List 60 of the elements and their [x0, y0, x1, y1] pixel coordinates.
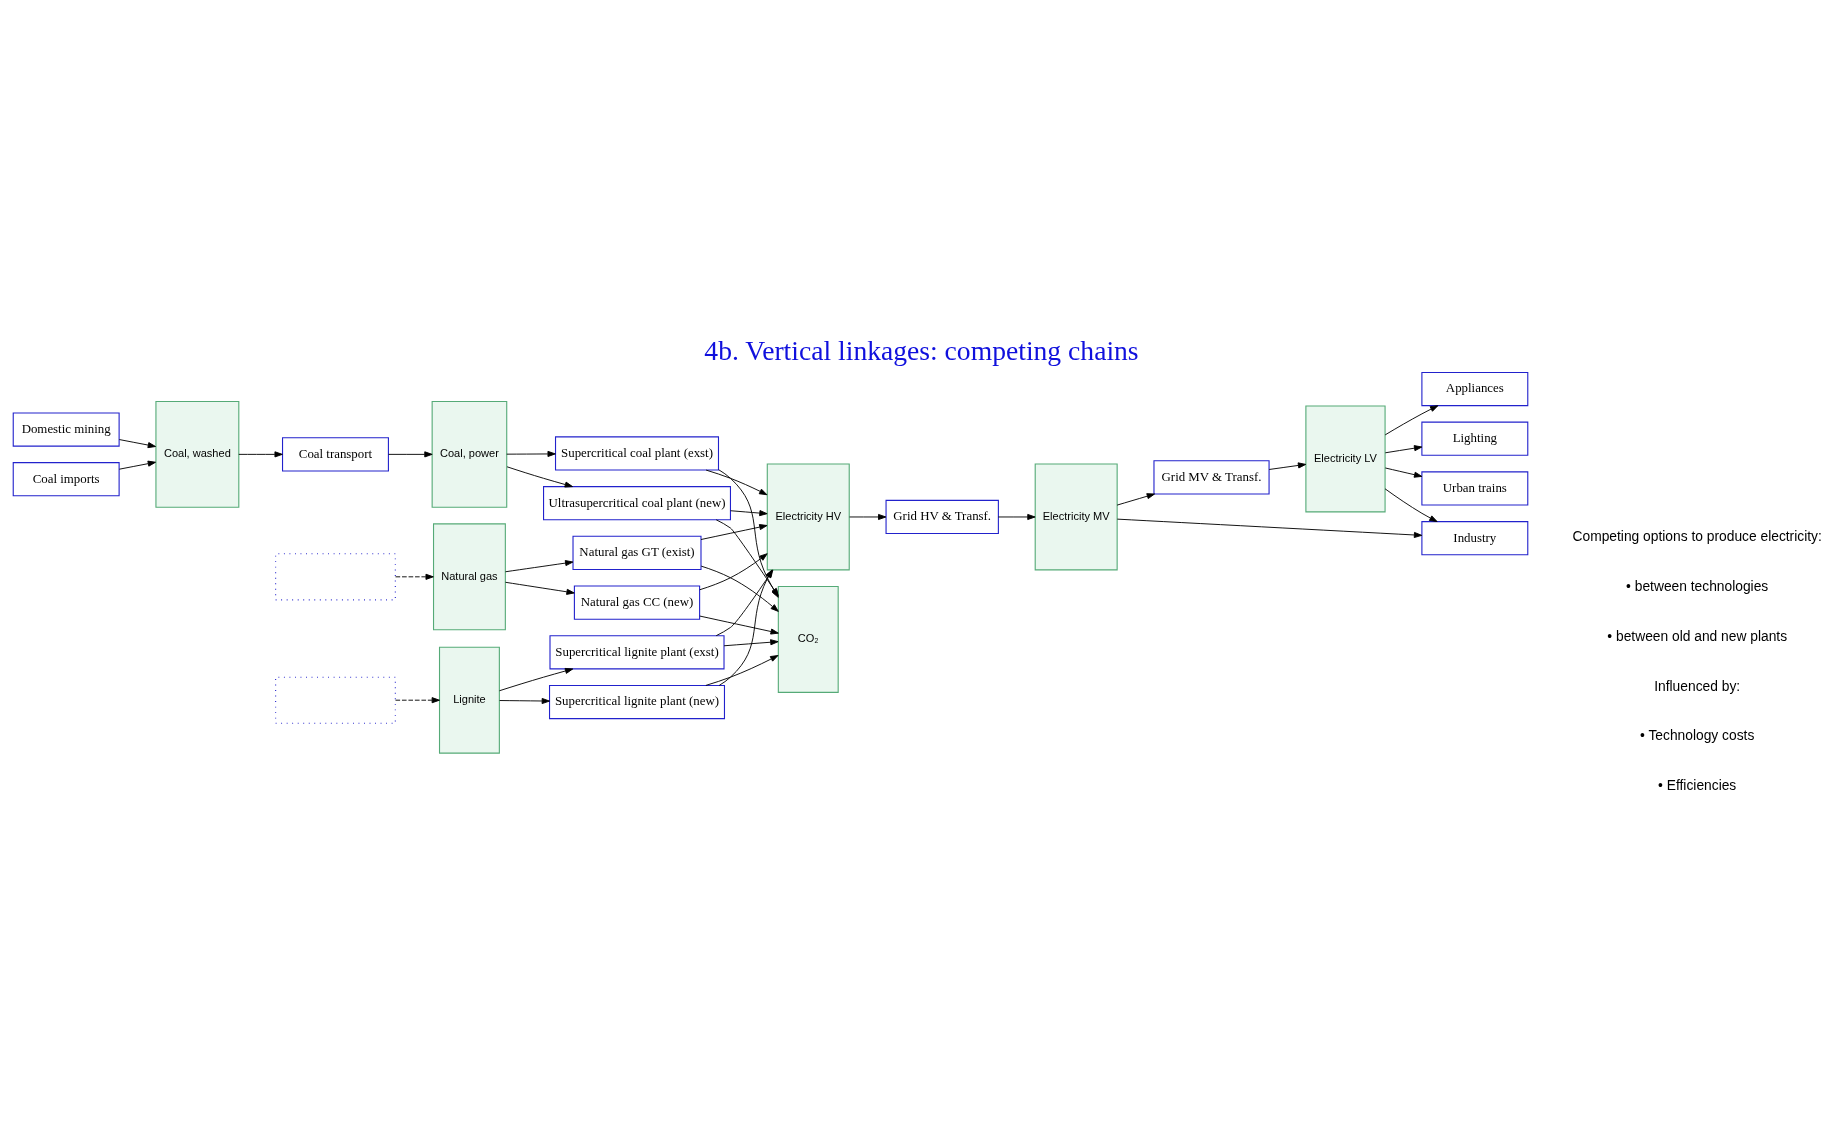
arrow — [1268, 461, 1307, 470]
arrow — [705, 469, 768, 495]
arrow — [700, 523, 768, 540]
arrow — [506, 465, 573, 488]
arrow — [1116, 492, 1155, 506]
node-box: Electricity MV — [1034, 463, 1118, 570]
node-box: Urban trains — [1421, 470, 1529, 506]
node-box: Electricity LV — [1305, 405, 1386, 512]
arrow — [699, 615, 779, 635]
arrow — [118, 460, 156, 470]
node-box: Coal transport — [282, 436, 389, 471]
arrow — [118, 438, 156, 448]
diagram-title: 4b. Vertical linkages: competing chains — [704, 334, 1139, 366]
arrow — [1384, 444, 1423, 453]
node-box: Grid MV & Transf. — [1153, 459, 1270, 494]
node-box: Industry — [1421, 520, 1529, 555]
arrow — [997, 513, 1036, 520]
node-box: Natural gas GT (exist) — [572, 535, 702, 570]
node-box: Supercritical lignite plant (new) — [549, 684, 725, 719]
label: • Technology costs — [1640, 726, 1755, 743]
node-box: Coal, power — [431, 400, 508, 508]
label: • between technologies — [1626, 577, 1769, 594]
node-box: Coal imports — [12, 461, 120, 496]
arrow — [1384, 487, 1438, 522]
node-box: Electricity HV — [766, 463, 850, 570]
arrow — [849, 513, 887, 520]
node-box: Lighting — [1421, 421, 1529, 456]
arrow — [505, 559, 574, 572]
node-box: Coal, washed — [155, 400, 240, 508]
arrow — [1384, 467, 1423, 478]
arrow — [699, 552, 768, 590]
arrow — [388, 450, 433, 457]
node-box: Ultrasupercritical coal plant (new) — [543, 485, 731, 520]
arrow — [395, 573, 434, 580]
arrow — [238, 450, 283, 457]
node-box: Lignite — [438, 646, 500, 754]
label: • Efficiencies — [1658, 776, 1737, 793]
arrow — [1116, 518, 1423, 538]
node-box — [275, 676, 396, 724]
arrow — [506, 450, 556, 457]
arrow — [505, 581, 575, 595]
label: Influenced by: — [1654, 677, 1741, 694]
arrow — [395, 696, 440, 703]
arrow — [730, 509, 768, 516]
node-box: Appliances — [1421, 371, 1529, 406]
label: • between old and new plants — [1607, 627, 1788, 644]
node-box: Grid HV & Transf. — [885, 499, 999, 534]
arrow — [705, 654, 779, 686]
node-box: CO₂ — [777, 585, 839, 693]
node-box: Natural gas — [432, 522, 506, 630]
node-box: Domestic mining — [12, 411, 120, 447]
arrow — [499, 667, 574, 691]
arrow — [1384, 404, 1439, 435]
node-box — [275, 552, 396, 600]
node-box: Natural gas CC (new) — [573, 585, 701, 620]
label: Competing options to produce electricity: — [1572, 527, 1822, 544]
node-box: Supercritical lignite plant (exst) — [549, 634, 725, 669]
node-box: Supercritical coal plant (exst) — [554, 435, 720, 471]
arrow — [723, 638, 779, 646]
arrow — [499, 697, 550, 704]
